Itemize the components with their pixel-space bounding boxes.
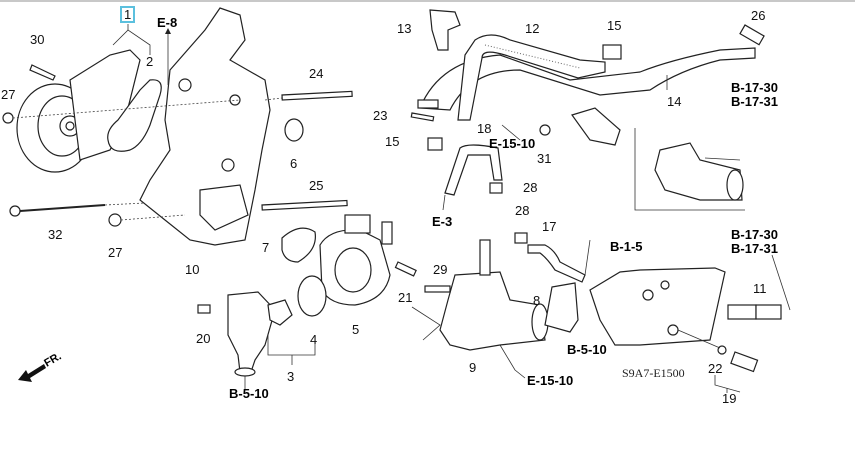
callout-26[interactable]: 26: [751, 8, 766, 23]
callout-8[interactable]: 8: [533, 293, 541, 308]
thermostat-housing[interactable]: [319, 214, 393, 306]
stud-25[interactable]: [261, 199, 348, 211]
hose-17[interactable]: [527, 244, 586, 283]
callout-6[interactable]: 6: [290, 156, 298, 171]
bolt-29[interactable]: [424, 285, 451, 293]
callout-13[interactable]: 13: [397, 21, 412, 36]
thermostat-cover[interactable]: [227, 291, 293, 377]
inset-frame: [634, 128, 745, 211]
water-passage[interactable]: [439, 239, 549, 351]
ref-b-17-31-b[interactable]: B-17-31: [731, 241, 778, 256]
callout-19[interactable]: 19: [722, 391, 737, 406]
callout-3[interactable]: 3: [287, 369, 295, 384]
callout-17[interactable]: 17: [542, 219, 557, 234]
callout-5[interactable]: 5: [352, 322, 360, 337]
ref-e-3[interactable]: E-3: [432, 214, 453, 229]
housing[interactable]: [139, 7, 271, 246]
top-border: [0, 0, 855, 2]
callout-32[interactable]: 32: [48, 227, 63, 242]
sensor-11[interactable]: [727, 304, 782, 320]
callout-30[interactable]: 30: [30, 32, 45, 47]
callout-22[interactable]: 22: [708, 361, 723, 376]
callout-23[interactable]: 23: [373, 108, 388, 123]
sensor-19[interactable]: [717, 345, 759, 373]
front-indicator: FR.: [16, 350, 64, 389]
clamp-28-a[interactable]: [489, 182, 503, 194]
inset-part: [654, 142, 744, 201]
nut-27-b[interactable]: [108, 213, 122, 227]
callout-11[interactable]: 11: [753, 281, 767, 296]
callout-15-a[interactable]: 15: [607, 18, 622, 33]
callout-20[interactable]: 20: [196, 331, 211, 346]
bolt-30[interactable]: [29, 64, 56, 81]
clamp-28-b[interactable]: [514, 232, 528, 244]
water-pump[interactable]: [16, 49, 141, 173]
callout-14[interactable]: 14: [667, 94, 682, 109]
oring-4[interactable]: [297, 275, 327, 317]
ref-e-15-10-b[interactable]: E-15-10: [527, 373, 574, 388]
bypass-valve[interactable]: [539, 107, 621, 146]
gasket-2[interactable]: [107, 79, 162, 152]
bolt-26[interactable]: [739, 24, 765, 46]
ref-b-1-5[interactable]: B-1-5: [610, 239, 643, 254]
callout-29[interactable]: 29: [433, 262, 448, 277]
clamp-15-b[interactable]: [427, 137, 443, 151]
clamp-15-a[interactable]: [602, 44, 622, 60]
ref-e-15-10-a[interactable]: E-15-10: [489, 136, 536, 151]
hose-12[interactable]: [457, 34, 606, 121]
ref-b-17-30-a[interactable]: B-17-30: [731, 80, 778, 95]
callout-27-a[interactable]: 27: [1, 87, 16, 102]
callout-18[interactable]: 18: [477, 121, 492, 136]
oring-6[interactable]: [284, 118, 304, 142]
gasket-8[interactable]: [544, 282, 579, 333]
callout-1[interactable]: 1: [119, 6, 136, 23]
callout-15-b[interactable]: 15: [385, 134, 400, 149]
hose-18[interactable]: [444, 144, 503, 196]
callout-28-b[interactable]: 28: [515, 203, 530, 218]
stud-24[interactable]: [281, 90, 353, 101]
callout-2[interactable]: 2: [146, 54, 154, 69]
callout-28-a[interactable]: 28: [523, 180, 538, 195]
front-arrow-icon: [18, 364, 46, 382]
callout-27-b[interactable]: 27: [108, 245, 123, 260]
pipe-23[interactable]: [410, 112, 435, 122]
callout-9[interactable]: 9: [469, 360, 477, 375]
callout-31[interactable]: 31: [537, 151, 552, 166]
clip-13[interactable]: [429, 9, 461, 51]
washer-22[interactable]: [667, 324, 679, 336]
callout-21[interactable]: 21: [398, 290, 413, 305]
bolt-20[interactable]: [197, 304, 211, 314]
callout-24[interactable]: 24: [309, 66, 324, 81]
callout-10[interactable]: 10: [185, 262, 200, 277]
ref-e-8[interactable]: E-8: [157, 15, 178, 30]
callout-12[interactable]: 12: [525, 21, 540, 36]
bolt-21[interactable]: [394, 261, 417, 277]
engine-block: [589, 267, 726, 346]
ref-b-5-10-a[interactable]: B-5-10: [229, 386, 269, 401]
ref-b-5-10-b[interactable]: B-5-10: [567, 342, 607, 357]
bolt-32[interactable]: [9, 204, 106, 217]
callout-7[interactable]: 7: [262, 240, 270, 255]
diagram-code: S9A7-E1500: [622, 366, 685, 380]
ref-b-17-30-b[interactable]: B-17-30: [731, 227, 778, 242]
nut-27-a[interactable]: [2, 112, 14, 124]
callout-4[interactable]: 4: [310, 332, 318, 347]
ref-b-17-31-a[interactable]: B-17-31: [731, 94, 778, 109]
callout-25[interactable]: 25: [309, 178, 324, 193]
gasket-7[interactable]: [281, 227, 316, 263]
